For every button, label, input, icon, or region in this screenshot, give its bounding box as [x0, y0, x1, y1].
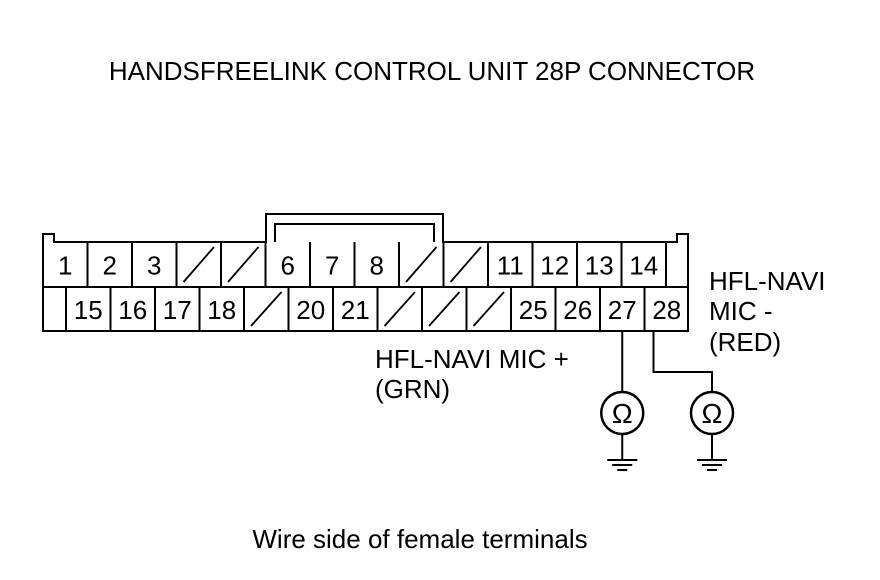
diagram-title: HANDSFREELINK CONTROL UNIT 28P CONNECTOR	[109, 56, 755, 86]
pin-6: 6	[281, 251, 295, 281]
blank-cavity-slash	[428, 291, 461, 327]
pin-28: 28	[652, 295, 681, 325]
pin-26: 26	[563, 295, 592, 325]
pin-25: 25	[519, 295, 548, 325]
ohm-symbol-27: Ω	[612, 398, 633, 429]
pin-15: 15	[74, 295, 103, 325]
latch-inner	[274, 223, 435, 242]
connector-body	[42, 213, 689, 332]
pin-21: 21	[341, 295, 370, 325]
label-mic-plus: HFL-NAVI MIC + (GRN)	[375, 344, 569, 404]
label-mic-minus-line3: (RED)	[709, 327, 781, 357]
blank-cavity-slash	[472, 291, 505, 327]
diagram-caption: Wire side of female terminals	[252, 524, 587, 554]
label-mic-minus: HFL-NAVI MIC - (RED)	[709, 266, 826, 357]
pin-3: 3	[147, 251, 161, 281]
pin-17: 17	[163, 295, 192, 325]
blank-cavity-slash	[182, 246, 215, 283]
pin-7: 7	[325, 251, 339, 281]
blank-cavity-slash	[449, 246, 482, 283]
pin-12: 12	[540, 251, 569, 281]
pin-1: 1	[58, 251, 72, 281]
pin-20: 20	[296, 295, 325, 325]
label-mic-plus-line2: (GRN)	[375, 374, 450, 404]
pin-11: 11	[497, 251, 524, 281]
probe-wire-28	[652, 331, 713, 392]
label-mic-plus-line1: HFL-NAVI MIC +	[375, 344, 569, 374]
pin-13: 13	[585, 251, 614, 281]
pin-27: 27	[608, 295, 637, 325]
pin-2: 2	[103, 251, 117, 281]
blank-cavity-slash	[250, 291, 283, 327]
pin-16: 16	[118, 295, 147, 325]
pin-18: 18	[207, 295, 236, 325]
label-mic-minus-line2: MIC -	[709, 296, 773, 326]
blank-cavity-slash	[405, 246, 438, 283]
pin-8: 8	[370, 251, 384, 281]
ohm-symbol-28: Ω	[702, 398, 723, 429]
pin-14: 14	[629, 251, 658, 281]
label-mic-minus-line1: HFL-NAVI	[709, 266, 826, 296]
blank-cavity-slash	[383, 291, 416, 327]
blank-cavity-slash	[227, 246, 260, 283]
